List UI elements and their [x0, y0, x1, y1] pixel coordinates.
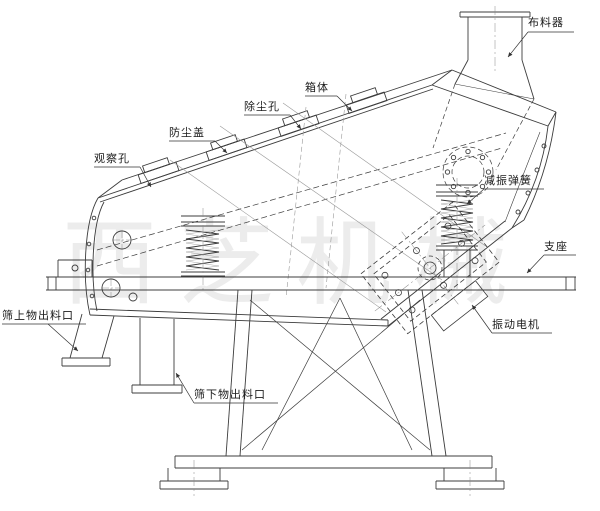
- damping-springs: [57, 178, 478, 292]
- leader-support-slant: [526, 254, 545, 274]
- leader-lines: [2, 31, 576, 404]
- label-dust-hole: 除尘孔: [244, 101, 280, 113]
- label-dust-cover: 防尘盖: [169, 127, 205, 139]
- leader-dust-cover-slant: [214, 140, 228, 154]
- base-frame: [159, 455, 505, 496]
- support-frame: [225, 289, 447, 457]
- vibration-motor: [360, 201, 500, 335]
- label-damping-spring: 减振弹簧: [484, 175, 532, 187]
- discharge-chutes: [61, 313, 183, 394]
- label-observation-hole: 观察孔: [94, 153, 130, 165]
- feed-end-port: [442, 146, 494, 198]
- observation-holes: [101, 230, 138, 302]
- feed-hopper: [432, 6, 535, 171]
- leader-oversize-slant: [47, 323, 79, 352]
- leader-motor-slant: [471, 304, 493, 334]
- label-box-body: 箱体: [305, 82, 329, 94]
- left-lug: [57, 259, 93, 277]
- leader-undersize-slant: [175, 372, 195, 404]
- screen-body: [84, 69, 557, 327]
- label-vibration-motor: 振动电机: [492, 319, 540, 331]
- label-undersize-outlet: 筛下物出料口: [194, 389, 266, 401]
- label-oversize-outlet: 筛上物出料口: [2, 310, 74, 322]
- spring-left: [181, 208, 225, 292]
- leader-dust-hole-slant: [289, 114, 302, 130]
- label-support-base: 支座: [544, 241, 568, 253]
- support-beam: [46, 276, 576, 291]
- leader-spring-slant: [466, 188, 485, 205]
- spring-right: [436, 178, 478, 290]
- leader-feeder-slant: [507, 31, 529, 58]
- undersize-chute: [131, 318, 183, 394]
- leader-box-slant: [336, 95, 353, 112]
- label-feeder: 布料器: [528, 17, 564, 29]
- leader-observation-slant: [139, 166, 152, 188]
- oversize-chute: [61, 313, 115, 367]
- dust-covers: [137, 87, 388, 184]
- construction-lines: [169, 93, 488, 313]
